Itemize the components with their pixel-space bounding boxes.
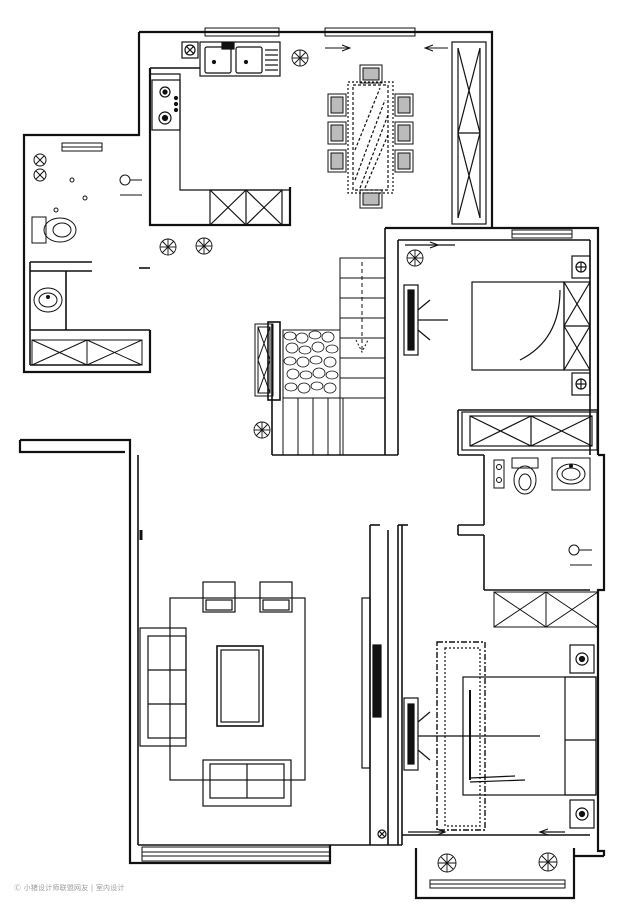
bathroom-upper: [31, 153, 143, 366]
tv-icon: [361, 597, 382, 769]
plant-icon: [437, 853, 457, 873]
watermark: Ⓒ 小猪设计师联盟网友 | 室内设计: [14, 884, 125, 892]
sofa-icon: [202, 759, 292, 807]
dining-chairs: [327, 64, 414, 209]
plant-icon: [406, 249, 424, 267]
door-markers: [325, 44, 448, 52]
nightstand-icon: [571, 255, 591, 396]
plant-icon: [253, 421, 271, 439]
coffee-table-icon: [216, 645, 264, 727]
tv-icon: [403, 697, 540, 771]
washbasin-icon: [33, 287, 63, 313]
dining-table: [347, 81, 394, 194]
plant-icon: [538, 852, 558, 872]
bedroom-upper: [403, 241, 598, 451]
windows: [61, 27, 573, 889]
exterior-walls: [18, 30, 606, 900]
plant-icon: [291, 49, 309, 67]
plant-icon: [159, 237, 213, 256]
living-room: [139, 530, 387, 839]
sofa-icon: [139, 627, 187, 747]
kitchen-cabinet: [209, 189, 283, 226]
toilet-icon: [511, 457, 539, 495]
tv-icon: [403, 284, 448, 356]
kitchen: [150, 41, 290, 256]
interior-walls: [29, 67, 598, 846]
sink-icon: [204, 42, 278, 74]
refrigerator-icon: [181, 41, 199, 59]
bathroom-right: [493, 457, 599, 628]
balcony: [437, 852, 558, 873]
nightstand-icon: [569, 644, 595, 829]
staircase: [254, 257, 386, 456]
toilet-icon: [31, 216, 77, 244]
dining-cabinet: [451, 41, 487, 225]
washbasin-icon: [551, 457, 591, 491]
armchair-icon: [202, 581, 293, 613]
master-bedroom: [403, 641, 597, 836]
stove-icon: [151, 79, 181, 131]
